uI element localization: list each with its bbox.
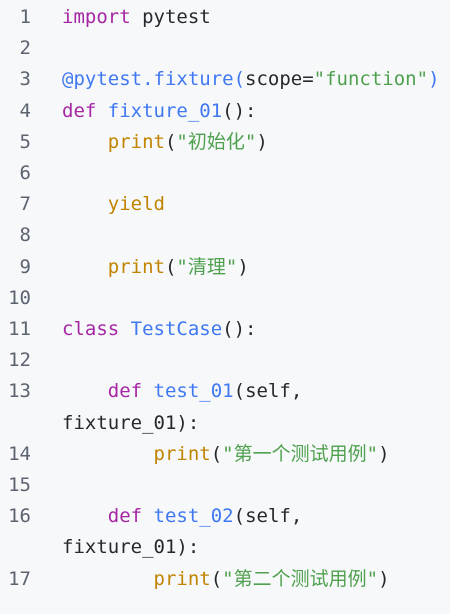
code-token: import: [62, 6, 131, 28]
code-token: def: [107, 505, 143, 528]
line-number: 13: [8, 380, 31, 403]
code-text: import pytest: [62, 2, 211, 33]
code-token: (self,: [233, 380, 303, 403]
code-token: "清理": [176, 255, 238, 278]
code-text: print("第二个测试用例"): [62, 564, 390, 595]
code-token: ): [378, 442, 390, 465]
code-line: 5 print("初始化"): [0, 127, 450, 158]
code-token: [62, 256, 108, 278]
code-token: def: [62, 99, 97, 122]
code-line: 9 print("清理"): [0, 252, 450, 283]
code-token: [142, 505, 153, 527]
line-number: 1: [19, 6, 31, 28]
code-text: class TestCase():: [62, 314, 257, 345]
code-token: (: [164, 255, 177, 278]
code-token: test_02: [153, 505, 234, 528]
line-number: 7: [19, 193, 31, 216]
code-text: fixture_01):: [62, 532, 199, 563]
line-number: 17: [8, 567, 31, 590]
line-number: 3: [19, 68, 31, 91]
code-text: print("第一个测试用例"): [62, 439, 390, 470]
code-text: def test_01(self,: [62, 376, 303, 407]
code-token: (: [210, 442, 223, 465]
code-token: [62, 443, 154, 465]
code-line: 16 def test_02(self,: [0, 501, 450, 532]
code-token: (self,: [233, 505, 303, 528]
line-number: 15: [8, 474, 31, 496]
line-number: 12: [8, 349, 31, 372]
line-number: 2: [19, 37, 31, 60]
code-token: (: [164, 130, 177, 153]
code-token: "初始化": [176, 130, 257, 153]
code-line: 6: [0, 158, 450, 189]
line-number: 11: [8, 318, 31, 340]
code-token: "第二个测试用例": [222, 567, 379, 590]
code-line: 7 yield: [0, 189, 450, 220]
code-text: @pytest.fixture(scope="function"): [62, 64, 440, 95]
line-number: 5: [19, 130, 31, 153]
code-token: ():: [222, 318, 257, 340]
code-token: print: [107, 255, 165, 278]
code-token: pytest: [130, 6, 211, 28]
line-number: 9: [19, 255, 31, 278]
code-token: def: [107, 380, 143, 403]
code-token: print: [107, 130, 165, 153]
code-token: [62, 193, 108, 215]
code-text: def test_02(self,: [62, 501, 303, 532]
code-token: print: [153, 567, 211, 590]
code-text: yield: [62, 189, 165, 220]
code-token: ():: [222, 99, 257, 122]
code-token: [62, 505, 108, 527]
code-token: ): [428, 68, 440, 91]
code-token: print: [153, 442, 211, 465]
code-token: class: [62, 318, 120, 340]
code-token: "function": [313, 68, 429, 91]
code-token: test_01: [153, 380, 234, 403]
code-line: 1 import pytest: [0, 2, 450, 33]
line-number: 14: [8, 442, 31, 465]
code-line: fixture_01):: [0, 532, 450, 563]
code-text: print("清理"): [62, 252, 249, 283]
line-number: 16: [8, 505, 31, 528]
code-line: 15: [0, 470, 450, 501]
code-line: 17 print("第二个测试用例"): [0, 564, 450, 595]
code-line: 4 def fixture_01():: [0, 96, 450, 127]
code-token: [119, 318, 130, 340]
code-token: yield: [107, 193, 165, 216]
code-text: print("初始化"): [62, 127, 268, 158]
code-line: fixture_01):: [0, 408, 450, 439]
code-token: ): [378, 567, 390, 590]
code-line: 10: [0, 283, 450, 314]
code-line: 13 def test_01(self,: [0, 376, 450, 407]
code-token: fixture_01):: [62, 536, 200, 559]
code-token: scope=: [245, 68, 314, 91]
code-line: 14 print("第一个测试用例"): [0, 439, 450, 470]
code-token: [142, 380, 153, 402]
code-token: [96, 100, 107, 122]
line-number: 6: [19, 162, 31, 184]
code-token: (: [210, 567, 223, 590]
code-text: def fixture_01():: [62, 96, 257, 127]
code-token: ): [256, 130, 268, 153]
code-line: 8: [0, 220, 450, 251]
code-token: ): [237, 255, 249, 278]
line-number: 10: [8, 286, 31, 309]
code-line: 2: [0, 33, 450, 64]
code-token: @pytest.fixture(: [62, 68, 246, 91]
code-token: [62, 568, 154, 590]
code-token: "第一个测试用例": [222, 442, 379, 465]
code-token: TestCase: [130, 318, 223, 340]
line-number: 4: [19, 99, 31, 122]
code-token: [62, 131, 108, 153]
line-number: 8: [19, 224, 31, 247]
code-token: fixture_01: [107, 99, 223, 122]
code-token: [62, 380, 108, 402]
code-text: fixture_01):: [62, 408, 199, 439]
code-line: 12: [0, 345, 450, 376]
code-line: 11 class TestCase():: [0, 314, 450, 345]
code-line: 3 @pytest.fixture(scope="function"): [0, 64, 450, 95]
code-token: fixture_01):: [62, 411, 200, 434]
